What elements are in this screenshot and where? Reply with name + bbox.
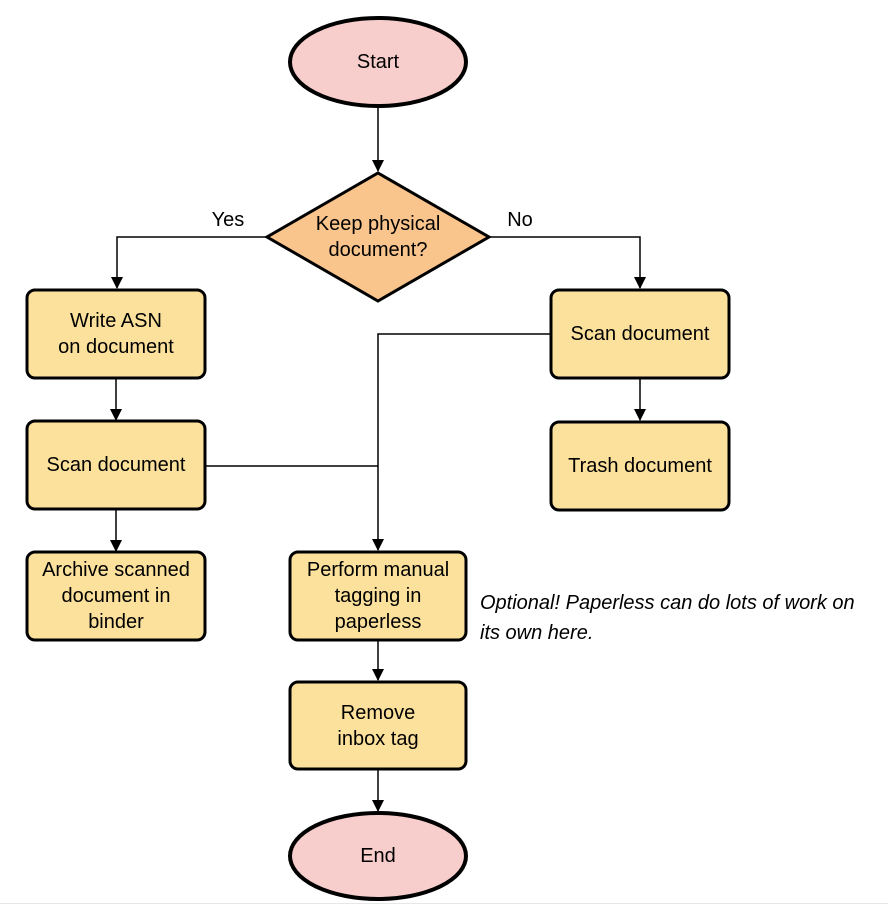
node-write-asn-shape: [25, 288, 207, 380]
nodes-layer: [25, 16, 731, 901]
node-tagging-shape: [288, 550, 468, 642]
edge-decision-yes-to-write-asn: [111, 236, 267, 289]
node-start-shape: [288, 16, 468, 108]
edge-decision-no-to-scan-right: [489, 236, 646, 289]
node-remove-inbox-shape: [288, 680, 468, 771]
node-trash-shape: [549, 420, 731, 512]
edges-layer: [110, 106, 646, 812]
node-scan-left-shape: [25, 419, 207, 511]
node-archive-shape: [25, 550, 207, 642]
page-bottom-divider: [0, 903, 888, 904]
edge-scan-right-to-tagging: [372, 333, 551, 551]
node-decision-shape: [263, 171, 493, 303]
node-scan-right-shape: [549, 288, 731, 380]
node-end-shape: [288, 811, 468, 901]
